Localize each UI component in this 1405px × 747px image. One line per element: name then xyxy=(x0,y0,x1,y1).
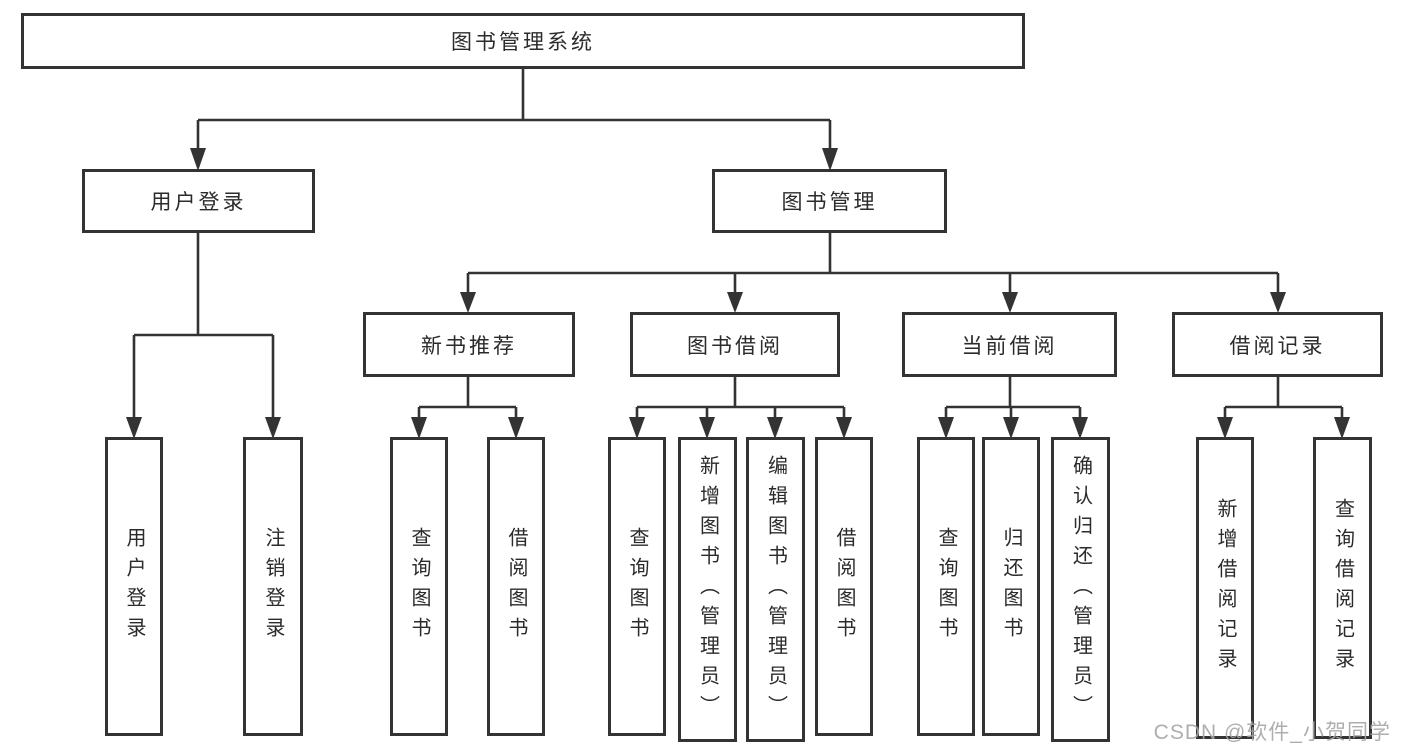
leaf-confirm-return-admin: 确认归还（管理员） xyxy=(1051,437,1110,742)
leaf-add-book-admin: 新增图书（管理员） xyxy=(678,437,737,742)
node-user-login-branch: 用户登录 xyxy=(82,169,315,233)
arrow-icon xyxy=(727,292,743,313)
node-new-book-recommend: 新书推荐 xyxy=(363,312,575,377)
arrow-icon xyxy=(1270,292,1286,313)
leaf-edit-book-admin: 编辑图书（管理员） xyxy=(746,437,805,742)
leaf-query-books-2: 查询图书 xyxy=(608,437,666,736)
leaf-label: 新增图书（管理员） xyxy=(696,454,719,725)
leaf-label: 借阅图书 xyxy=(833,526,855,647)
node-book-management: 图书管理 xyxy=(712,169,947,233)
arrow-icon xyxy=(699,417,715,439)
leaf-query-books-3: 查询图书 xyxy=(917,437,975,736)
leaf-borrow-books-2: 借阅图书 xyxy=(815,437,873,736)
arrow-icon xyxy=(1334,417,1350,439)
arrow-icon xyxy=(836,417,852,439)
leaf-label: 查询借阅记录 xyxy=(1331,498,1354,678)
leaf-borrow-books-1: 借阅图书 xyxy=(487,437,545,736)
connector-new-book xyxy=(417,377,518,420)
arrow-icon xyxy=(460,292,476,313)
leaf-return-books: 归还图书 xyxy=(982,437,1040,736)
arrow-icon xyxy=(938,417,954,439)
connector-borrow-record xyxy=(1223,377,1344,420)
arrow-icon xyxy=(126,417,142,439)
arrow-icon xyxy=(629,417,645,439)
arrow-icon xyxy=(822,148,838,171)
leaf-user-login: 用户登录 xyxy=(105,437,163,736)
arrow-icon xyxy=(1072,417,1088,439)
leaf-label: 用户登录 xyxy=(123,526,145,647)
node-borrow-record: 借阅记录 xyxy=(1172,312,1383,377)
leaf-add-borrow-record: 新增借阅记录 xyxy=(1196,437,1254,739)
connector-root xyxy=(196,69,832,152)
node-root-library-system: 图书管理系统 xyxy=(21,13,1025,69)
leaf-label: 借阅图书 xyxy=(505,526,527,647)
arrow-icon xyxy=(265,417,281,439)
connector-book-management xyxy=(466,233,1280,294)
leaf-query-books-1: 查询图书 xyxy=(390,437,448,736)
leaf-query-borrow-record: 查询借阅记录 xyxy=(1313,437,1372,739)
leaf-label: 注销登录 xyxy=(262,526,284,647)
leaf-label: 查询图书 xyxy=(408,526,430,647)
arrow-icon xyxy=(1217,417,1233,439)
arrow-icon xyxy=(1002,292,1018,313)
leaf-label: 归还图书 xyxy=(1000,526,1022,647)
node-book-borrow: 图书借阅 xyxy=(630,312,840,377)
node-current-borrow: 当前借阅 xyxy=(902,312,1117,377)
arrow-icon xyxy=(411,417,427,439)
arrow-icon xyxy=(190,148,206,171)
arrow-icon xyxy=(508,417,524,439)
leaf-label: 查询图书 xyxy=(935,526,957,647)
connector-user-login xyxy=(132,233,275,420)
leaf-label: 编辑图书（管理员） xyxy=(764,454,787,725)
arrow-icon xyxy=(1003,417,1019,439)
csdn-watermark: CSDN @软件_小贺同学 xyxy=(1153,721,1391,744)
connector-book-borrow xyxy=(635,377,846,420)
arrowheads xyxy=(126,148,1350,439)
connector-current-borrow xyxy=(944,377,1082,420)
leaf-label: 查询图书 xyxy=(626,526,648,647)
arrow-icon xyxy=(767,417,783,439)
leaf-label: 新增借阅记录 xyxy=(1214,498,1236,678)
leaf-label: 确认归还（管理员） xyxy=(1069,454,1092,725)
leaf-logout: 注销登录 xyxy=(243,437,303,736)
